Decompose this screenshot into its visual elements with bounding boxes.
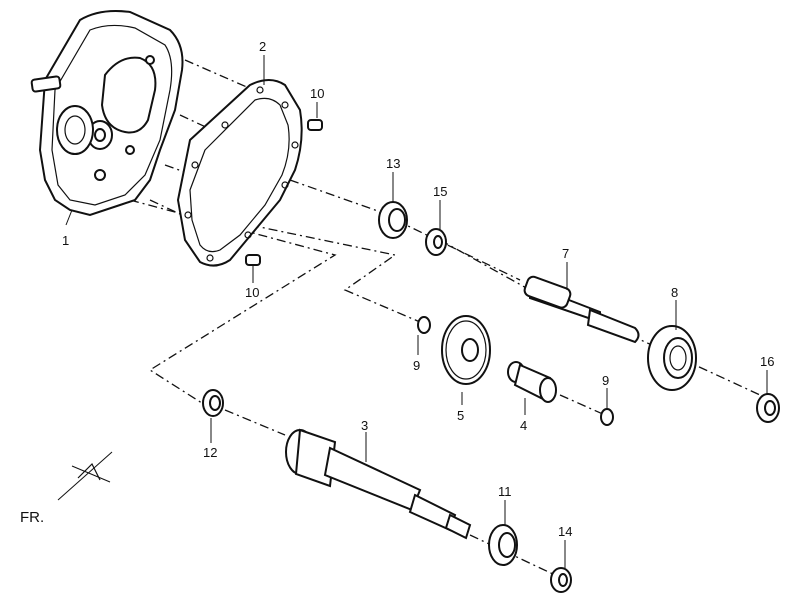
callout-part-12: 12 <box>203 445 217 460</box>
callout-leader-lines <box>65 55 768 568</box>
counter-shaft-part-7 <box>523 275 640 344</box>
gasket-part-2 <box>176 79 303 267</box>
callout-part-7: 7 <box>562 246 569 261</box>
callout-part-14: 14 <box>558 524 572 539</box>
washer-part-16 <box>756 393 780 423</box>
seal-part-12 <box>202 389 224 417</box>
callout-part-16: 16 <box>760 354 774 369</box>
washer-part-14 <box>550 567 572 593</box>
callout-part-1: 1 <box>62 233 69 248</box>
callout-part-4: 4 <box>520 418 527 433</box>
callout-part-15: 15 <box>433 184 447 199</box>
transmission-cover-part-1 <box>30 10 184 217</box>
callout-part-3: 3 <box>361 418 368 433</box>
oil-seal-part-13 <box>378 201 408 239</box>
dowel-pin-part-10-upper <box>307 119 323 131</box>
callout-part-9-lower: 9 <box>602 373 609 388</box>
callout-part-8: 8 <box>671 285 678 300</box>
callout-part-11: 11 <box>498 484 512 499</box>
pinion-part-4 <box>507 361 557 403</box>
callout-part-2: 2 <box>259 39 266 54</box>
washer-part-15 <box>425 228 447 256</box>
bearing-part-8 <box>647 325 697 391</box>
callout-part-13: 13 <box>386 156 400 171</box>
callout-part-10-lower: 10 <box>245 285 259 300</box>
gear-part-5 <box>441 315 491 385</box>
front-orientation-arrow-icon <box>57 451 113 501</box>
circlip-part-9-upper <box>417 316 431 334</box>
callout-part-10-upper: 10 <box>310 86 324 101</box>
front-orientation-label: FR. <box>20 509 44 526</box>
dowel-pin-part-10-lower <box>245 254 261 266</box>
callout-part-5: 5 <box>457 408 464 423</box>
bearing-part-11 <box>488 524 518 566</box>
callout-part-9-upper: 9 <box>413 358 420 373</box>
circlip-part-9-lower <box>600 408 614 426</box>
final-shaft-part-3 <box>285 428 472 540</box>
